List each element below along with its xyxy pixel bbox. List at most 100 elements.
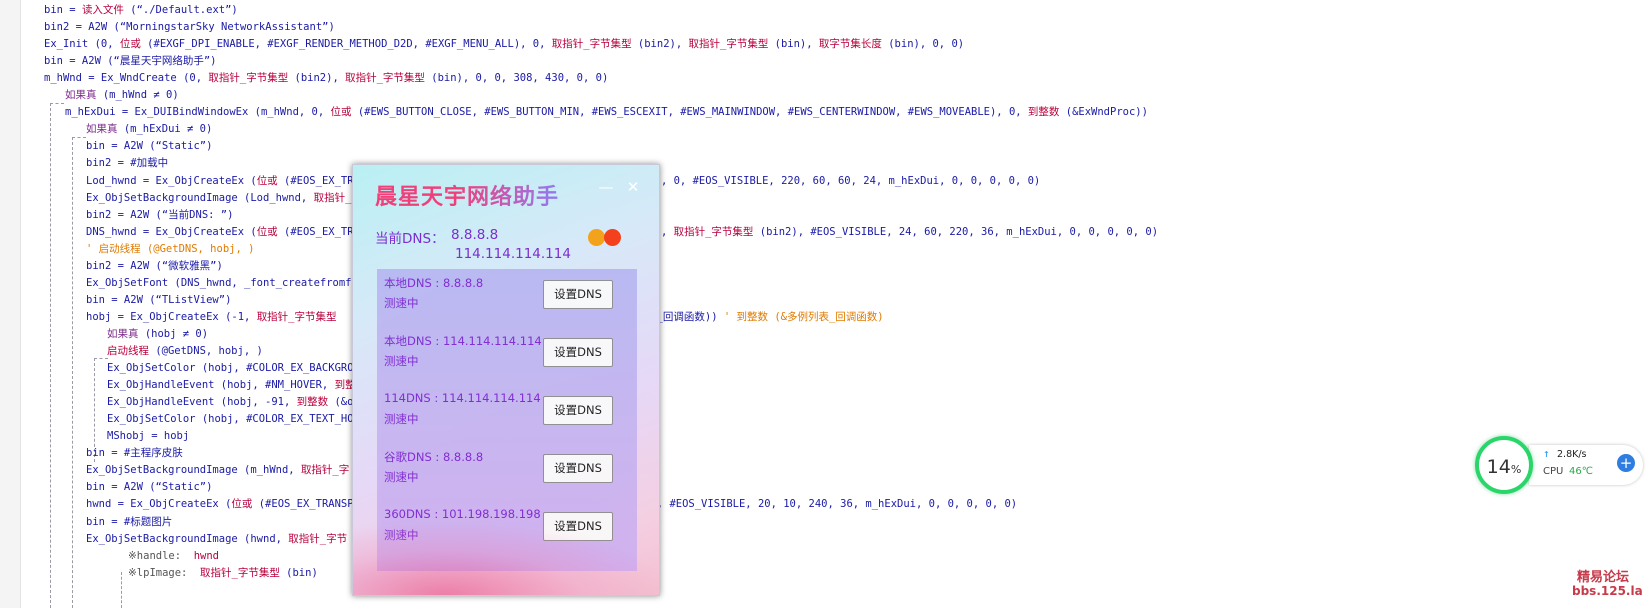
watermark-url: bbs.125.la xyxy=(1572,584,1643,598)
set-dns-button[interactable]: 设置DNS xyxy=(543,280,613,309)
code-token: hobj = Ex_ObjCreateEx (-1, xyxy=(86,310,257,323)
minimize-button[interactable]: — xyxy=(598,178,614,196)
code-line[interactable]: 启动线程 (@GetDNS, hobj, ) xyxy=(107,343,263,360)
code-token: 到整 xyxy=(334,379,356,392)
code-token: 启动线程 xyxy=(107,345,149,357)
code-line[interactable]: m_hExDui = Ex_DUIBindWindowEx (m_hWnd, 0… xyxy=(65,104,1148,121)
code-line[interactable]: bin = #标题图片 xyxy=(86,514,172,531)
code-token: (bin), 0, #EOS_VISIBLE, 20, 10, 240, 36,… xyxy=(599,498,1018,511)
code-line[interactable]: Ex_ObjSetFont (DNS_hwnd, _font_createfro… xyxy=(86,275,364,292)
code-token: (bin), 0, #EOS_VISIBLE, 220, 60, 60, 24,… xyxy=(623,174,1041,187)
dns-server-name: 谷歌DNS : 8.8.8.8 xyxy=(384,450,484,464)
code-line[interactable]: Ex_Init (0, 位或 (#EXGF_DPI_ENABLE, #EXGF_… xyxy=(44,36,964,53)
code-token: 取指针_字节集型 xyxy=(256,310,337,323)
code-line[interactable]: ' 启动线程 (@GetDNS, hobj, ) xyxy=(86,241,254,258)
code-token: DNS_hwnd = Ex_ObjCreateEx ( xyxy=(86,225,257,238)
code-token: 取指针_字 xyxy=(300,464,350,477)
code-line[interactable]: bin = A2W (“Static”) xyxy=(86,479,212,496)
close-button[interactable]: ✕ xyxy=(626,178,640,196)
code-token: 位或 xyxy=(256,225,278,238)
code-line[interactable]: bin = A2W (“TListView”) xyxy=(86,292,231,309)
code-token: bin = A2W (“Static”) xyxy=(86,481,213,494)
dns-speed-status: 测速中 xyxy=(384,470,419,484)
set-dns-button[interactable]: 设置DNS xyxy=(543,338,613,367)
usage-percent: 14 xyxy=(1486,456,1511,478)
dns-speed-status: 测速中 xyxy=(384,412,419,426)
code-token: 取指针_字节集型 xyxy=(208,72,289,85)
dns-speed-status: 测速中 xyxy=(384,354,419,368)
code-line[interactable]: ※lpImage: 取指针_字节集型 (bin) xyxy=(128,565,318,582)
code-token: 取指针_字节集型 xyxy=(688,38,769,51)
usage-percent-unit: % xyxy=(1510,463,1522,476)
code-line[interactable]: 如果真 (m_hExDui ≠ 0) xyxy=(86,121,212,138)
code-token: 如果真 xyxy=(65,89,97,102)
code-token: m_hExDui = Ex_DUIBindWindowEx (m_hWnd, 0… xyxy=(65,106,331,119)
code-token: (bin) xyxy=(279,566,318,579)
code-token: 位或 xyxy=(231,498,253,511)
code-token: bin2 = A2W (“微软雅黑”) xyxy=(86,259,223,272)
set-dns-button[interactable]: 设置DNS xyxy=(543,512,613,541)
code-line[interactable]: Ex_ObjSetColor (hobj, #COLOR_EX_BACKGROU xyxy=(107,360,360,377)
code-token: Ex_ObjSetFont (DNS_hwnd, _font_createfro… xyxy=(86,276,365,289)
code-line[interactable]: bin2 = A2W (“MorningstarSky NetworkAssis… xyxy=(44,19,335,36)
code-line[interactable]: bin = #主程序皮肤 xyxy=(86,445,183,462)
code-token: (#EXGF_DPI_ENABLE, #EXGF_RENDER_METHOD_D… xyxy=(140,38,552,51)
code-line[interactable]: bin2 = A2W (“当前DNS: ”) xyxy=(86,207,233,224)
system-monitor-widget[interactable]: ↑ 2.8K/s CPU 46℃ + 14% xyxy=(1475,436,1649,500)
plus-icon[interactable]: + xyxy=(1617,454,1635,472)
block-guide xyxy=(94,358,95,462)
code-token: 取指针_字节 xyxy=(288,532,348,545)
code-token: Ex_Init (0, xyxy=(44,38,120,51)
code-token: bin = A2W (“Static”) xyxy=(86,140,213,153)
code-line[interactable]: m_hWnd = Ex_WndCreate (0, 取指针_字节集型 (bin2… xyxy=(44,70,608,87)
set-dns-button[interactable]: 设置DNS xyxy=(543,454,613,483)
code-line[interactable]: bin2 = #加载中 xyxy=(86,155,168,172)
current-dns-label: 当前DNS： xyxy=(375,231,445,247)
editor-gutter xyxy=(0,0,21,608)
code-token: bin = xyxy=(44,4,82,16)
net-cpu-panel: ↑ 2.8K/s CPU 46℃ + xyxy=(1529,445,1643,485)
code-token: (#EOS_EX_TR xyxy=(277,174,354,187)
code-line[interactable]: MShobj = hobj xyxy=(107,428,189,445)
block-guide xyxy=(94,358,108,359)
dns-speed-status: 测速中 xyxy=(384,528,419,542)
code-token: hwnd = Ex_ObjCreateEx ( xyxy=(86,498,232,511)
memory-ring[interactable]: 14% xyxy=(1475,436,1533,494)
code-line[interactable]: 如果真 (m_hWnd ≠ 0) xyxy=(65,87,179,104)
dns-list-item[interactable]: 谷歌DNS : 8.8.8.8 测速中 设置DNS xyxy=(377,443,637,501)
code-token: 位或 xyxy=(256,174,278,187)
code-token: Ex_ObjSetBackgroundImage (Lod_hwnd, xyxy=(86,191,314,204)
code-line[interactable]: bin2 = A2W (“微软雅黑”) xyxy=(86,258,223,275)
code-token: Ex_ObjHandleEvent (hobj, #NM_HOVER, xyxy=(107,379,335,392)
code-line[interactable]: Ex_ObjHandleEvent (hobj, #NM_HOVER, 到整 xyxy=(107,377,356,394)
code-token: Ex_ObjSetBackgroundImage (m_hWnd, xyxy=(86,464,301,477)
block-guide xyxy=(121,572,122,608)
code-token: (&o xyxy=(328,396,354,409)
code-line[interactable]: bin = A2W (“Static”) xyxy=(86,138,212,155)
dns-assistant-window[interactable]: 晨星天宇网络助手 — ✕ 当前DNS： 8.8.8.8 114.114.114.… xyxy=(352,164,660,596)
arrow-up-icon: ↑ xyxy=(1543,447,1550,460)
current-dns-secondary: 114.114.114.114 xyxy=(455,246,571,262)
code-token: bin2 = A2W (“当前DNS: ”) xyxy=(86,208,234,221)
code-token: ' 启动线程 (@GetDNS, hobj, ) xyxy=(86,242,255,255)
code-line[interactable]: Ex_ObjHandleEvent (hobj, -91, 到整数 (&o xyxy=(107,394,353,411)
code-line[interactable]: bin = 读入文件 (“./Default.ext”) xyxy=(44,2,238,19)
code-line[interactable]: bin = A2W (“晨星天宇网络助手”) xyxy=(44,53,217,70)
code-line[interactable]: Ex_ObjSetColor (hobj, #COLOR_EX_TEXT_HOV xyxy=(107,411,360,428)
code-line[interactable]: ※handle: hwnd xyxy=(128,548,219,565)
code-token: 位或 xyxy=(119,38,141,51)
block-guide xyxy=(50,103,51,608)
set-dns-button[interactable]: 设置DNS xyxy=(543,396,613,425)
code-token: m_hWnd = Ex_WndCreate (0, xyxy=(44,72,209,85)
code-token: 取字节集长度 xyxy=(818,38,882,51)
code-line[interactable]: 如果真 (hobj ≠ 0) xyxy=(107,326,208,343)
code-token: 取指针_字节集型 xyxy=(551,38,632,51)
status-toggle-icon[interactable] xyxy=(586,227,626,247)
code-token: 位或 xyxy=(330,106,352,119)
